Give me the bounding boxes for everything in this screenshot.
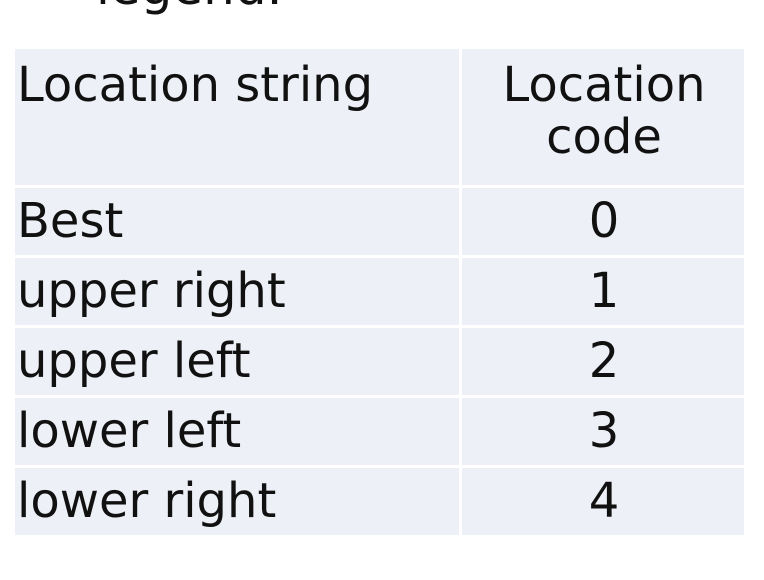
cell-location-code: 0 (462, 188, 744, 255)
cell-location-code: 2 (462, 328, 744, 395)
header-location-code: Location code (462, 49, 744, 185)
cell-location-code: 4 (462, 468, 744, 535)
header-location-code-line2: code (546, 109, 662, 165)
cell-location-code: 1 (462, 258, 744, 325)
table-row: lower left 3 (15, 398, 744, 465)
table-header-row: Location string Location code (15, 49, 744, 185)
table-row: upper right 1 (15, 258, 744, 325)
header-location-string: Location string (15, 49, 459, 185)
cell-location-string: lower left (15, 398, 459, 465)
cell-location-string: Best (15, 188, 459, 255)
legend-location-table: Location string Location code Best 0 upp… (12, 46, 747, 538)
cell-location-string: lower right (15, 468, 459, 535)
header-location-code-line1: Location (502, 57, 706, 113)
cell-location-code: 3 (462, 398, 744, 465)
cell-location-string: upper left (15, 328, 459, 395)
cropped-heading-text: legend. (96, 0, 282, 12)
table-row: lower right 4 (15, 468, 744, 535)
table-row: Best 0 (15, 188, 744, 255)
cell-location-string: upper right (15, 258, 459, 325)
table-row: upper left 2 (15, 328, 744, 395)
